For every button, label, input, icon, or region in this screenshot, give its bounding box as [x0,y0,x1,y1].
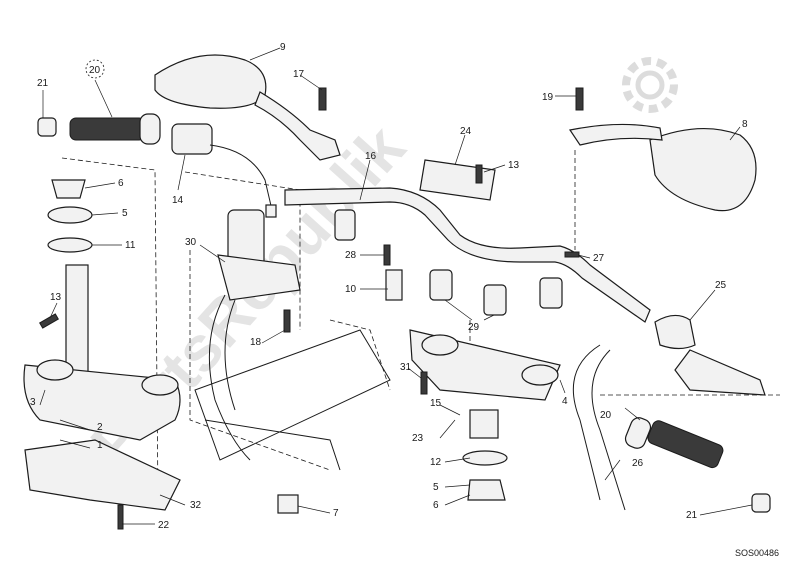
cables [572,344,626,511]
bolt-27 [564,251,580,258]
left-switch [171,123,277,218]
callout-30: 30 [185,237,197,248]
leader-lines [39,47,753,525]
callout-22: 22 [158,520,170,531]
bolt-13-top [475,164,483,184]
bolt-22 [117,504,124,530]
callout-32: 32 [190,500,202,511]
callout-14: 14 [172,195,184,206]
callout-5-left: 5 [122,208,128,219]
grip-left [37,113,161,145]
stem-stack-right [462,409,508,501]
callout-31: 31 [400,362,412,373]
fork-guard [24,439,181,511]
frame-bracket [194,329,391,514]
callout-20-top-badge: 20 [85,59,105,79]
callout-17: 17 [293,69,305,80]
callout-15: 15 [430,398,442,409]
callout-10: 10 [345,284,357,295]
callout-6-left: 6 [118,178,124,189]
bolt-17 [318,87,327,111]
mirror-right [569,123,757,212]
bolt-13-left [39,313,59,329]
ignition-lock [208,209,301,461]
callout-23: 23 [412,433,424,444]
callout-25: 25 [715,280,727,291]
grip-right [624,417,771,513]
bolt-19 [575,87,584,111]
callout-21-bottom: 21 [686,510,698,521]
callouts: 21 20 9 17 19 8 24 13 16 6 5 11 14 30 28… [30,42,748,531]
callout-19: 19 [542,92,554,103]
callout-20-right: 20 [600,410,612,421]
mirror-left [154,54,341,161]
callout-8: 8 [742,119,748,130]
callout-29: 29 [468,322,480,333]
callout-5-right: 5 [433,482,439,493]
callout-16: 16 [365,151,377,162]
callout-11: 11 [125,240,136,251]
callout-6-right: 6 [433,500,439,511]
upper-triple-clamp [409,329,561,401]
stem-stack-left [47,179,93,386]
callout-27: 27 [593,253,605,264]
callout-7: 7 [333,508,339,519]
callout-12: 12 [430,457,442,468]
bolt-31 [420,371,428,395]
diagram-code: SOS00486 [735,548,779,558]
callout-13-left: 13 [50,292,62,303]
callout-3: 3 [30,397,36,408]
bolt-18 [283,309,291,333]
throttle-housing [654,314,766,396]
callout-2: 2 [97,422,103,433]
callout-28: 28 [345,250,357,261]
top-clamp [419,159,496,201]
bolt-28 [383,244,391,266]
callout-18: 18 [250,337,262,348]
riser-clamps [334,209,563,316]
callout-1: 1 [97,440,103,451]
callout-26: 26 [632,458,644,469]
callout-4: 4 [562,396,568,407]
callout-20-top: 20 [89,65,101,76]
callout-21-top: 21 [37,78,49,89]
callout-24: 24 [460,126,472,137]
callout-13-top: 13 [508,160,520,171]
callout-9: 9 [280,42,286,53]
gear-icon [622,57,678,113]
